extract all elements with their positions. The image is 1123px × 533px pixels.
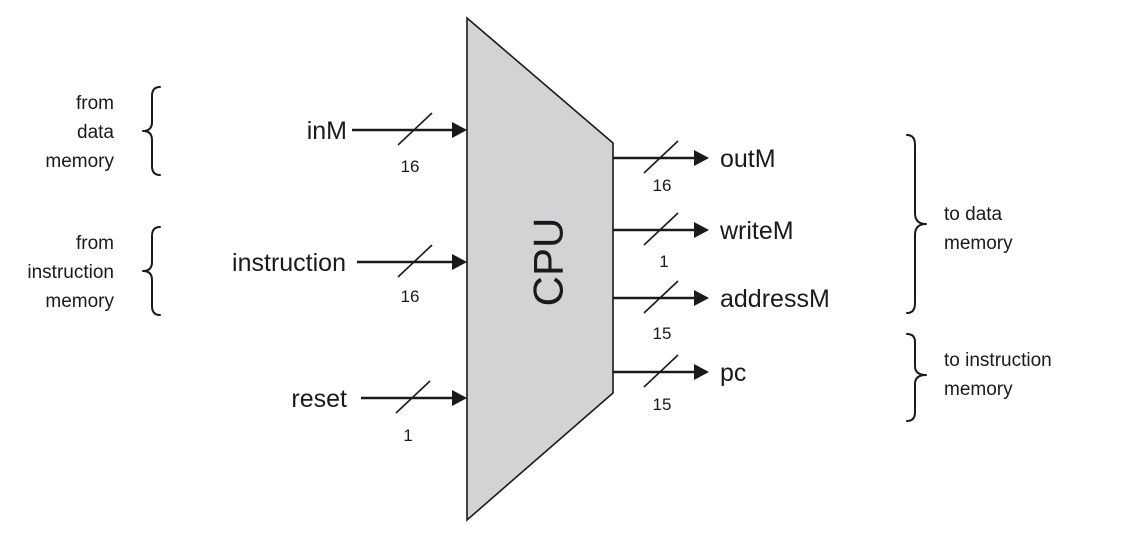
- width-label-writeM: 1: [659, 252, 668, 271]
- arrow-pc: [694, 364, 709, 380]
- arrow-addressM: [694, 290, 709, 306]
- cpu-label: CPU: [525, 218, 572, 307]
- width-label-reset: 1: [403, 426, 412, 445]
- bus-slash-addressM: [643, 280, 679, 314]
- arrow-reset: [452, 390, 467, 406]
- group-label-from-data-memory-line1: from: [76, 93, 114, 114]
- group-label-to-data-memory-line1: to data: [944, 204, 1003, 225]
- bus-slash-inM: [397, 112, 433, 146]
- output-addressM: 15 addressM: [613, 280, 830, 343]
- bus-slash-outM: [643, 140, 679, 174]
- arrow-outM: [694, 150, 709, 166]
- group-to-instruction-memory: to instruction memory: [906, 333, 1052, 422]
- width-label-pc: 15: [653, 395, 672, 414]
- width-label-instruction: 16: [401, 287, 420, 306]
- input-label-instruction: instruction: [232, 249, 346, 277]
- bus-slash-instruction: [397, 244, 433, 278]
- group-from-instruction-memory: from instruction memory: [27, 226, 161, 316]
- output-outM: 16 outM: [613, 140, 776, 195]
- bus-slash-pc: [643, 354, 679, 388]
- width-label-addressM: 15: [653, 324, 672, 343]
- input-label-reset: reset: [291, 385, 347, 413]
- output-pc: 15 pc: [613, 354, 746, 414]
- bus-slash-reset: [395, 380, 431, 414]
- width-label-inM: 16: [401, 157, 420, 176]
- output-label-outM: outM: [720, 145, 776, 173]
- cpu-block: [466, 16, 614, 522]
- output-label-addressM: addressM: [720, 285, 830, 313]
- right-brace-data: [906, 134, 927, 314]
- group-label-from-data-memory-line2: data: [77, 122, 114, 143]
- arrow-writeM: [694, 222, 709, 238]
- group-label-from-instruction-memory-line1: from: [76, 233, 114, 254]
- group-label-to-instruction-memory-line1: to instruction: [944, 350, 1052, 371]
- output-label-writeM: writeM: [719, 217, 794, 245]
- left-brace-instruction: [142, 226, 161, 316]
- arrow-inM: [452, 122, 467, 138]
- right-brace-instruction: [906, 333, 927, 422]
- group-label-to-instruction-memory-line2: memory: [944, 379, 1013, 400]
- width-label-outM: 16: [653, 176, 672, 195]
- input-reset: reset 1: [291, 380, 467, 445]
- group-label-from-instruction-memory-line2: instruction: [27, 262, 114, 283]
- output-writeM: 1 writeM: [613, 212, 794, 271]
- group-to-data-memory: to data memory: [906, 134, 1013, 314]
- bus-slash-writeM: [643, 212, 679, 246]
- input-instruction: instruction 16: [232, 244, 467, 306]
- group-label-to-data-memory-line2: memory: [944, 233, 1013, 254]
- output-label-pc: pc: [720, 359, 746, 387]
- group-label-from-instruction-memory-line3: memory: [45, 291, 114, 312]
- arrow-instruction: [452, 254, 467, 270]
- group-from-data-memory: from data memory: [45, 86, 161, 176]
- input-inM: inM 16: [307, 112, 467, 176]
- input-label-inM: inM: [307, 117, 347, 145]
- group-label-from-data-memory-line3: memory: [45, 151, 114, 172]
- left-brace-data: [142, 86, 161, 176]
